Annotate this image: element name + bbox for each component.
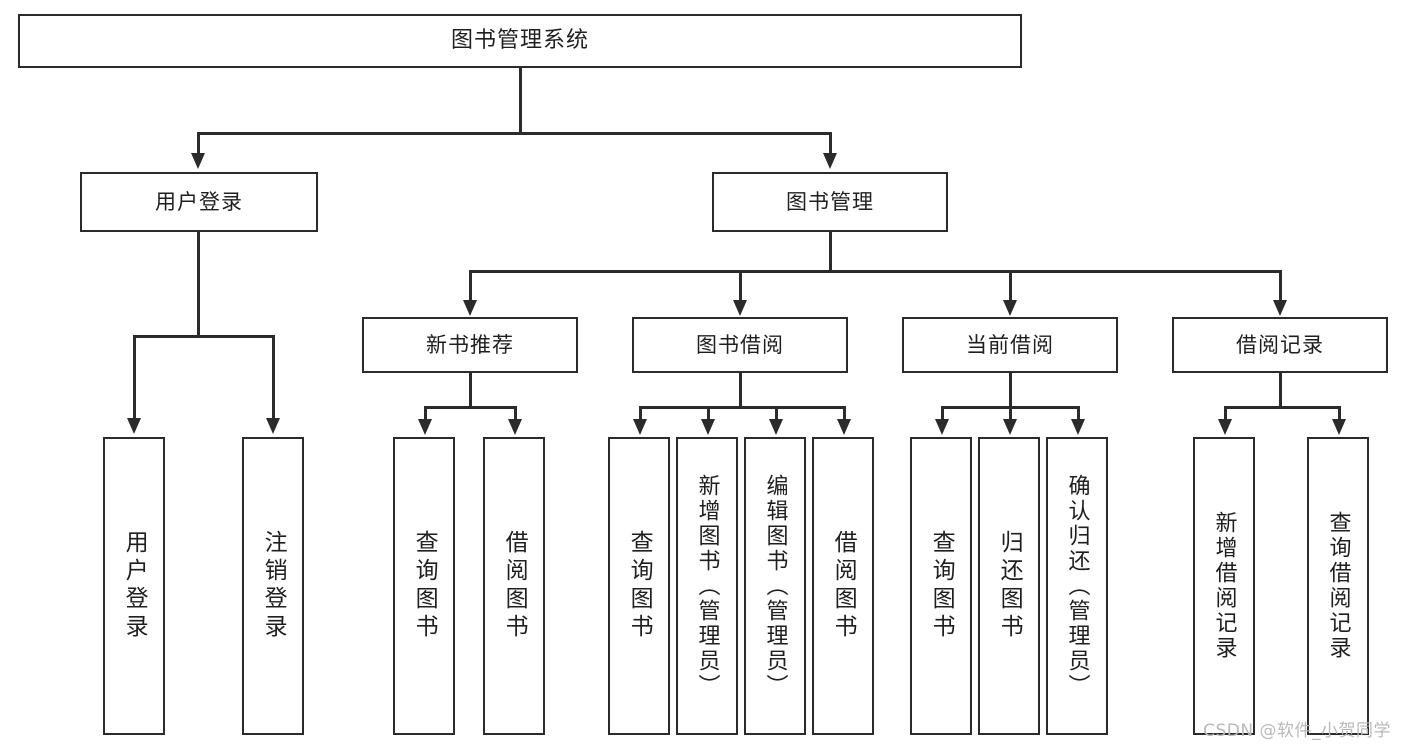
arrowhead-leaf-user-login [127,418,141,434]
connector-borrow-drop-1 [639,406,642,421]
connector-current-drop-3 [1077,406,1080,421]
node-borrow-record[interactable]: 借阅记录 [1172,317,1388,373]
connector-borrow-stem [739,373,742,408]
connector-user-login-stem [197,232,200,337]
arrowhead-leaf-edit-book [769,419,783,435]
connector-record-drop-1 [1224,406,1227,421]
leaf-user-login[interactable]: 用户登录 [103,437,165,735]
connector-level2-drop-1 [197,132,200,156]
node-book-borrow[interactable]: 图书借阅 [632,317,848,373]
connector-new-book-bus [424,406,516,409]
leaf-query-book-2[interactable]: 查询图书 [608,437,670,735]
leaf-label: 用户登录 [121,530,148,642]
arrowhead-leaf-borrow-book-2 [837,419,851,435]
arrowhead-current [1003,300,1017,316]
node-label: 图书借阅 [696,332,784,357]
leaf-label: 新增借阅记录 [1211,511,1237,661]
connector-borrow-drop-2 [707,406,710,421]
connector-user-leaf-drop-2 [272,335,275,420]
arrowhead-leaf-query-book-3 [935,419,949,435]
arrowhead-leaf-borrow-book-1 [508,419,522,435]
arrowhead-leaf-return-book [1003,419,1017,435]
connector-root-stem [519,68,522,134]
leaf-label: 查询图书 [626,530,653,642]
leaf-label: 注销登录 [260,530,287,642]
arrowhead-leaf-query-book-1 [418,419,432,435]
connector-new-book-drop-2 [514,406,517,421]
arrowhead-new-book [463,300,477,316]
connector-book-manage-stem [829,232,832,272]
leaf-query-record[interactable]: 查询借阅记录 [1307,437,1369,735]
connector-level3-drop-3 [1009,270,1012,302]
leaf-add-book[interactable]: 新增图书（管理员） [676,437,738,735]
arrowhead-leaf-query-record [1332,419,1346,435]
connector-level3-drop-4 [1279,270,1282,302]
node-book-manage[interactable]: 图书管理 [712,172,948,232]
arrowhead-book-manage [823,153,837,169]
leaf-query-book-3[interactable]: 查询图书 [910,437,972,735]
leaf-label: 归还图书 [996,530,1023,642]
connector-record-drop-2 [1338,406,1341,421]
leaf-borrow-book-2[interactable]: 借阅图书 [812,437,874,735]
leaf-label: 确认归还（管理员） [1064,473,1090,699]
connector-current-drop-2 [1009,406,1012,421]
leaf-label: 借阅图书 [830,530,857,642]
node-label: 用户登录 [155,189,243,214]
node-label: 当前借阅 [966,332,1054,357]
node-root-system[interactable]: 图书管理系统 [18,14,1022,68]
connector-current-drop-1 [941,406,944,421]
connector-record-stem [1279,373,1282,408]
leaf-label: 查询借阅记录 [1325,511,1351,661]
csdn-watermark: CSDN @软件_小贺同学 [1203,721,1391,741]
connector-borrow-bus [639,406,845,409]
leaf-borrow-book-1[interactable]: 借阅图书 [483,437,545,735]
connector-borrow-drop-4 [843,406,846,421]
node-label: 借阅记录 [1236,332,1324,357]
leaf-label: 编辑图书（管理员） [762,473,788,699]
leaf-label: 查询图书 [928,530,955,642]
leaf-return-book[interactable]: 归还图书 [978,437,1040,735]
connector-user-leaf-drop-1 [133,335,136,420]
arrowhead-leaf-query-book-2 [633,419,647,435]
arrowhead-record [1273,300,1287,316]
connector-borrow-drop-3 [775,406,778,421]
leaf-confirm-return[interactable]: 确认归还（管理员） [1046,437,1108,735]
connector-user-login-bus [133,335,274,338]
leaf-logout[interactable]: 注销登录 [242,437,304,735]
connector-record-bus [1224,406,1340,409]
arrowhead-leaf-add-record [1218,419,1232,435]
leaf-label: 借阅图书 [501,530,528,642]
connector-level2-bus [197,132,831,135]
connector-level3-bus [469,270,1280,273]
connector-level2-drop-2 [829,132,832,156]
node-label: 新书推荐 [426,332,514,357]
arrowhead-user-login [191,153,205,169]
leaf-query-book-1[interactable]: 查询图书 [393,437,455,735]
connector-new-book-drop-1 [424,406,427,421]
arrowhead-leaf-confirm-return [1071,419,1085,435]
node-label: 图书管理 [786,189,874,214]
leaf-add-record[interactable]: 新增借阅记录 [1193,437,1255,735]
connector-level3-drop-1 [469,270,472,302]
arrowhead-leaf-logout [266,418,280,434]
node-new-book-recommend[interactable]: 新书推荐 [362,317,578,373]
connector-new-book-stem [469,373,472,408]
arrowhead-borrow [733,300,747,316]
node-current-borrow[interactable]: 当前借阅 [902,317,1118,373]
node-user-login[interactable]: 用户登录 [80,172,318,232]
node-label: 图书管理系统 [450,28,589,54]
leaf-label: 查询图书 [411,530,438,642]
connector-current-stem [1009,373,1012,408]
arrowhead-leaf-add-book [701,419,715,435]
connector-level3-drop-2 [739,270,742,302]
leaf-edit-book[interactable]: 编辑图书（管理员） [744,437,806,735]
leaf-label: 新增图书（管理员） [694,473,720,699]
